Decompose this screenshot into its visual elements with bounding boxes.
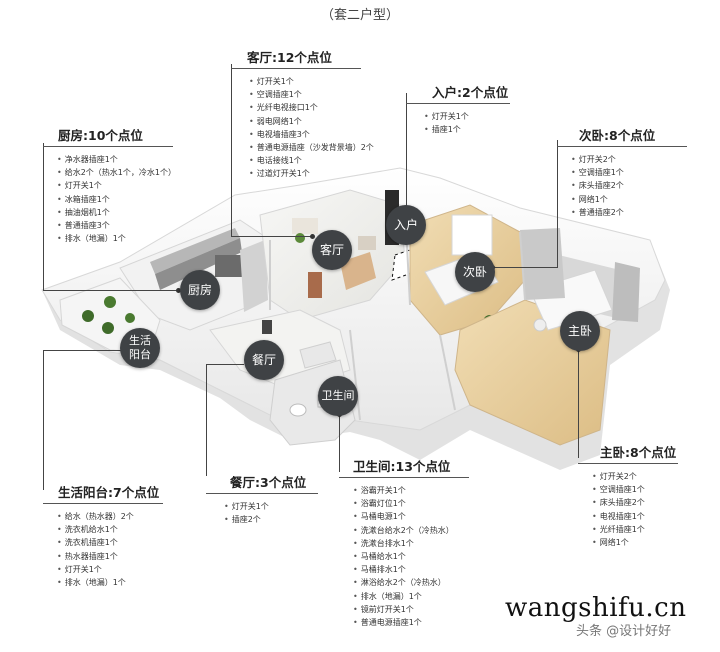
callout-dining-title: 餐厅:3个点位 xyxy=(230,475,307,490)
list-item: 洗衣机给水1个 xyxy=(57,523,163,536)
list-item: 马桶电源1个 xyxy=(353,510,469,523)
callout-entry: 入户:2个点位 灯开关1个插座1个 xyxy=(406,82,510,136)
list-item: 抽油烟机1个 xyxy=(57,206,176,219)
list-item: 普通电源插座1个 xyxy=(353,616,469,629)
watermark-site: wangshifu.cn xyxy=(505,593,687,623)
leader-dining-v xyxy=(206,364,207,476)
leader-second-v xyxy=(557,140,558,267)
leader-kitchen-v xyxy=(43,143,44,290)
list-item: 光纤插座1个 xyxy=(592,523,678,536)
badge-bathroom: 卫生间 xyxy=(318,376,358,416)
list-item: 弱电网络1个 xyxy=(249,115,374,128)
callout-kitchen-title: 厨房:10个点位 xyxy=(58,128,143,143)
callout-master-list: 灯开关2个空调插座1个床头插座2个电视插座1个光纤插座1个网络1个 xyxy=(578,470,678,549)
list-item: 灯开关1个 xyxy=(57,179,176,192)
watermark-author: 头条 @设计好好 xyxy=(576,624,672,639)
leader-master-v xyxy=(578,350,579,458)
badge-master: 主卧 xyxy=(560,311,600,351)
leader-kitchen-h xyxy=(43,290,177,291)
list-item: 排水（地漏）1个 xyxy=(57,232,176,245)
badge-kitchen: 厨房 xyxy=(180,270,220,310)
interior-walls xyxy=(269,204,526,421)
list-item: 浴霸灯位1个 xyxy=(353,497,469,510)
dot-kitchen xyxy=(176,288,181,293)
callout-entry-list: 灯开关1个插座1个 xyxy=(406,110,510,136)
list-item: 灯开关1个 xyxy=(224,500,318,513)
list-item: 净水器插座1个 xyxy=(57,153,176,166)
list-item: 排水（地漏）1个 xyxy=(353,590,469,603)
leader-living-h xyxy=(231,236,313,237)
callout-balcony-list: 给水（热水器）2个洗衣机给水1个洗衣机插座1个热水器插座1个灯开关1个排水（地漏… xyxy=(43,510,163,589)
badge-balcony: 生活阳台 xyxy=(120,328,160,368)
leader-balcony-v xyxy=(43,350,44,490)
list-item: 灯开关1个 xyxy=(57,563,163,576)
list-item: 冰箱插座1个 xyxy=(57,193,176,206)
callout-entry-title: 入户:2个点位 xyxy=(432,85,509,100)
callout-master-title: 主卧:8个点位 xyxy=(600,445,677,460)
list-item: 电话接线1个 xyxy=(249,154,374,167)
list-item: 浴霸开关1个 xyxy=(353,484,469,497)
list-item: 给水2个（热水1个，冷水1个） xyxy=(57,166,176,179)
badge-entry: 入户 xyxy=(386,205,426,245)
list-item: 空调插座1个 xyxy=(249,88,374,101)
list-item: 空调插座1个 xyxy=(571,166,687,179)
badge-dining: 餐厅 xyxy=(244,340,284,380)
list-item: 普通插座3个 xyxy=(57,219,176,232)
list-item: 插座2个 xyxy=(224,513,318,526)
list-item: 淋浴给水2个（冷热水） xyxy=(353,576,469,589)
callout-kitchen: 厨房:10个点位 净水器插座1个给水2个（热水1个，冷水1个）灯开关1个冰箱插座… xyxy=(43,125,176,245)
badge-living: 客厅 xyxy=(312,230,352,270)
list-item: 空调插座1个 xyxy=(592,483,678,496)
list-item: 电视插座1个 xyxy=(592,510,678,523)
list-item: 灯开关2个 xyxy=(592,470,678,483)
callout-bathroom-list: 浴霸开关1个浴霸灯位1个马桶电源1个洗漱台给水2个（冷热水）洗漱台排水1个马桶给… xyxy=(339,484,469,629)
list-item: 热水器插座1个 xyxy=(57,550,163,563)
list-item: 给水（热水器）2个 xyxy=(57,510,163,523)
list-item: 光纤电视接口1个 xyxy=(249,101,374,114)
dot-living xyxy=(310,234,315,239)
badge-balcony-text: 生活阳台 xyxy=(129,334,151,361)
leader-second-h xyxy=(492,267,558,268)
list-item: 镜前灯开关1个 xyxy=(353,603,469,616)
callout-living-title: 客厅:12个点位 xyxy=(247,50,332,65)
callout-dining: 餐厅:3个点位 灯开关1个插座2个 xyxy=(206,472,318,526)
list-item: 灯开关2个 xyxy=(571,153,687,166)
leader-bathroom-v xyxy=(339,414,340,472)
list-item: 普通电源插座（沙发背景墙）2个 xyxy=(249,141,374,154)
list-item: 洗漱台排水1个 xyxy=(353,537,469,550)
callout-living: 客厅:12个点位 灯开关1个空调插座1个光纤电视接口1个弱电网络1个电视墙插座3… xyxy=(231,47,374,181)
callout-living-list: 灯开关1个空调插座1个光纤电视接口1个弱电网络1个电视墙插座3个普通电源插座（沙… xyxy=(231,75,374,181)
leader-entry-v xyxy=(406,93,407,211)
callout-second-list: 灯开关2个空调插座1个床头插座2个网络1个普通插座2个 xyxy=(557,153,687,219)
list-item: 洗衣机插座1个 xyxy=(57,536,163,549)
list-item: 马桶给水1个 xyxy=(353,550,469,563)
list-item: 网络1个 xyxy=(571,193,687,206)
callout-dining-list: 灯开关1个插座2个 xyxy=(206,500,318,526)
page-title: （套二户型） xyxy=(320,8,399,23)
callout-balcony: 生活阳台:7个点位 给水（热水器）2个洗衣机给水1个洗衣机插座1个热水器插座1个… xyxy=(43,482,163,589)
leader-balcony-h xyxy=(43,350,121,351)
callout-balcony-title: 生活阳台:7个点位 xyxy=(58,485,160,500)
callout-bathroom: 卫生间:13个点位 浴霸开关1个浴霸灯位1个马桶电源1个洗漱台给水2个（冷热水）… xyxy=(339,456,469,629)
list-item: 马桶排水1个 xyxy=(353,563,469,576)
list-item: 床头插座2个 xyxy=(571,179,687,192)
leader-living-v xyxy=(231,64,232,236)
list-item: 排水（地漏）1个 xyxy=(57,576,163,589)
list-item: 网络1个 xyxy=(592,536,678,549)
list-item: 普通插座2个 xyxy=(571,206,687,219)
list-item: 灯开关1个 xyxy=(249,75,374,88)
list-item: 床头插座2个 xyxy=(592,496,678,509)
callout-second-title: 次卧:8个点位 xyxy=(579,128,656,143)
callout-master: 主卧:8个点位 灯开关2个空调插座1个床头插座2个电视插座1个光纤插座1个网络1… xyxy=(578,442,678,549)
list-item: 电视墙插座3个 xyxy=(249,128,374,141)
leader-dining-h xyxy=(206,364,244,365)
list-item: 插座1个 xyxy=(424,123,510,136)
callout-kitchen-list: 净水器插座1个给水2个（热水1个，冷水1个）灯开关1个冰箱插座1个抽油烟机1个普… xyxy=(43,153,176,245)
callout-second: 次卧:8个点位 灯开关2个空调插座1个床头插座2个网络1个普通插座2个 xyxy=(557,125,687,219)
list-item: 过道灯开关1个 xyxy=(249,167,374,180)
list-item: 洗漱台给水2个（冷热水） xyxy=(353,524,469,537)
callout-bathroom-title: 卫生间:13个点位 xyxy=(353,459,451,474)
list-item: 灯开关1个 xyxy=(424,110,510,123)
badge-second: 次卧 xyxy=(455,252,495,292)
